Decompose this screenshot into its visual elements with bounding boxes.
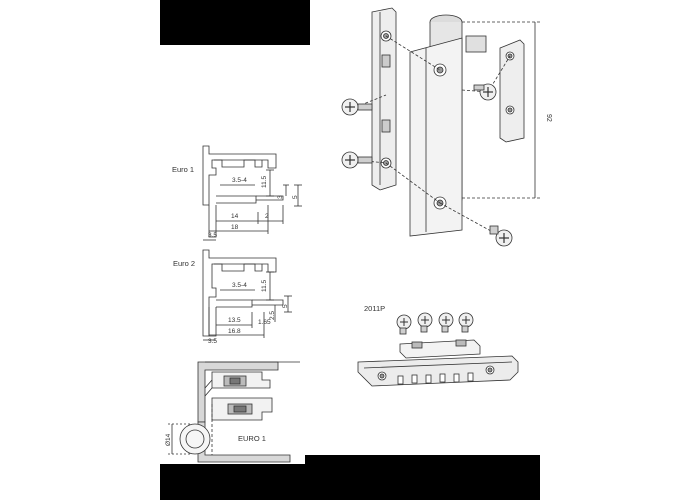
euro1-dim-5: 5	[292, 195, 299, 199]
euro2-dim-16-8: 16.8	[228, 328, 241, 335]
euro1-profile-drawing	[202, 145, 302, 241]
euro1-dim-3: 3	[277, 195, 284, 199]
euro1-dim-gap: 3.5-4	[232, 177, 247, 184]
section-label: EURO 1	[238, 434, 266, 443]
euro2-dim-1-65: 1.65	[258, 319, 271, 326]
euro2-dim-3-5: 3.5	[208, 338, 217, 345]
euro2-title: Euro 2	[173, 259, 195, 268]
hinge-height-dim: 92	[545, 114, 552, 122]
euro1-title: Euro 1	[172, 165, 194, 174]
kit-label: 2011P	[364, 304, 385, 313]
kit-2011p-drawing	[357, 312, 519, 387]
euro2-dim-2-5: 2.5	[269, 311, 276, 320]
euro1-section-drawing	[168, 361, 300, 463]
euro2-dim-gap: 3.5-4	[232, 282, 247, 289]
euro1-dim-3-5: 3.5	[208, 232, 217, 239]
section-diameter: Ø14	[165, 433, 172, 446]
euro2-dim-13-5: 13.5	[228, 317, 241, 324]
euro2-dim-5: 5	[282, 304, 289, 308]
euro1-dim-height: 11.5	[261, 175, 268, 188]
bottom-right-black-bar	[305, 455, 540, 500]
euro2-dim-height: 11.5	[261, 279, 268, 292]
euro1-dim-14: 14	[231, 213, 239, 220]
euro1-dim-18: 18	[231, 224, 239, 231]
euro2-profile-drawing	[202, 249, 292, 341]
bottom-left-black-bar	[160, 464, 305, 500]
hinge-exploded-drawing	[341, 7, 540, 247]
top-left-black-bar	[160, 0, 310, 45]
euro1-dim-2: 2	[265, 213, 269, 220]
